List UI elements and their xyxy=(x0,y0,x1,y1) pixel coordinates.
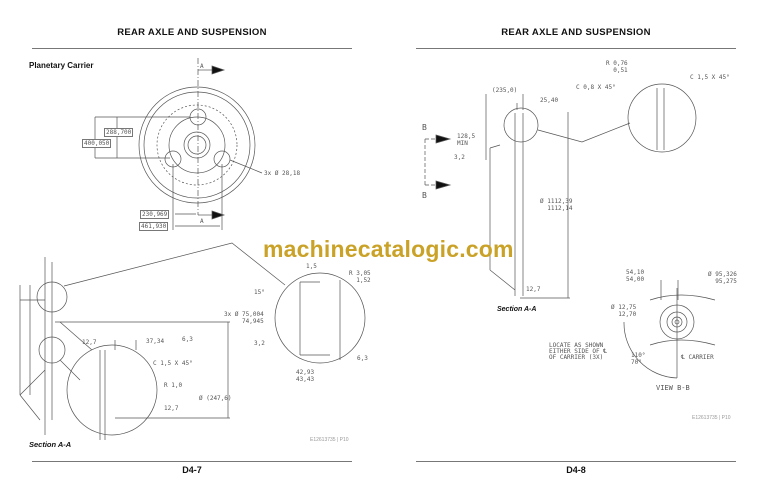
dim-r10: R 1,0 xyxy=(164,382,183,389)
dim-3-2: 3,2 xyxy=(454,154,465,161)
dim-dia75: 3x Ø 75,004 74,945 xyxy=(224,311,264,325)
dim-c15: C 1,5 X 45° xyxy=(690,74,730,81)
dim-42: 42,93 43,43 xyxy=(296,369,315,383)
dim-6-3b: 6,3 xyxy=(357,355,368,362)
dim-54: 54,10 54,00 xyxy=(626,269,645,283)
drawing-ref: E12613735 | P10 xyxy=(692,415,731,421)
dim-12-7b: 12,7 xyxy=(164,405,179,412)
section-mark-b-top: B xyxy=(422,123,427,132)
page-number: D4-7 xyxy=(182,465,202,475)
footer-rule xyxy=(32,461,352,462)
dim-dia12: Ø 12,75 12,70 xyxy=(611,304,637,318)
locate-note: LOCATE AS SHOWN EITHER SIDE OF ℄ OF CARR… xyxy=(549,342,608,361)
dim-r076: R 0,76 0,51 xyxy=(606,60,628,74)
drawing-ref: E12613735 | P10 xyxy=(310,437,349,443)
dim-37: 37,34 xyxy=(146,338,165,345)
watermark: machinecatalogic.com xyxy=(263,236,514,262)
header-rule xyxy=(416,48,736,49)
header-rule xyxy=(32,48,352,49)
dim-c08: C 0,8 X 45° xyxy=(576,84,616,91)
section-a-a-right xyxy=(424,83,697,299)
page-number: D4-8 xyxy=(566,465,586,475)
footer-rule xyxy=(416,461,736,462)
dim-c15: C 1,5 X 45° xyxy=(153,360,193,367)
carrier-centerline: ℄ CARRIER xyxy=(681,354,714,361)
section-caption: Section A-A xyxy=(29,440,72,449)
section-mark-a-bottom: A xyxy=(200,218,204,225)
view-b-b xyxy=(623,280,716,379)
dim-dia1112: Ø 1112,39 1112,14 xyxy=(540,198,573,212)
dim-angle: 110° 70° xyxy=(631,352,646,366)
dim-dia95: Ø 95,326 95,275 xyxy=(708,271,737,285)
dim-230: 230,969 xyxy=(140,210,170,219)
section-mark-a-top: A xyxy=(200,63,204,70)
page-header: REAR AXLE AND SUSPENSION xyxy=(117,27,267,38)
figure-title: Planetary Carrier xyxy=(29,61,94,70)
section-a-a-left xyxy=(19,242,366,440)
dim-dia247: Ø (247,6) xyxy=(199,395,232,402)
dim-12-7: 12,7 xyxy=(526,286,541,293)
dim-1-5: 1,5 xyxy=(306,263,317,270)
dim-r305: R 3,05 1,52 xyxy=(349,270,371,284)
dim-12-7a: 12,7 xyxy=(82,339,97,346)
left-page: REAR AXLE AND SUSPENSION Planetary Carri… xyxy=(29,27,371,475)
dim-400: 400,050 xyxy=(82,139,112,148)
right-page: REAR AXLE AND SUSPENSION R 0,76 0,51 C 1… xyxy=(384,0,768,497)
dim-hole: 3x Ø 28,18 xyxy=(264,170,301,177)
dim-6-3a: 6,3 xyxy=(182,336,193,343)
dim-15deg: 15° xyxy=(254,289,265,296)
carrier-front-view xyxy=(94,58,263,230)
dim-25: 25,40 xyxy=(540,97,559,104)
page-header: REAR AXLE AND SUSPENSION xyxy=(501,27,651,38)
view-label: VIEW B-B xyxy=(656,384,690,392)
section-mark-b-bottom: B xyxy=(422,191,427,200)
dim-461: 461,930 xyxy=(139,222,169,231)
dim-3-2: 3,2 xyxy=(254,340,265,347)
section-caption: Section A-A xyxy=(497,306,537,313)
dim-235: (235,0) xyxy=(492,87,518,94)
dim-128: 128,5 MIN xyxy=(457,133,476,147)
dim-288: 288,700 xyxy=(104,128,134,137)
